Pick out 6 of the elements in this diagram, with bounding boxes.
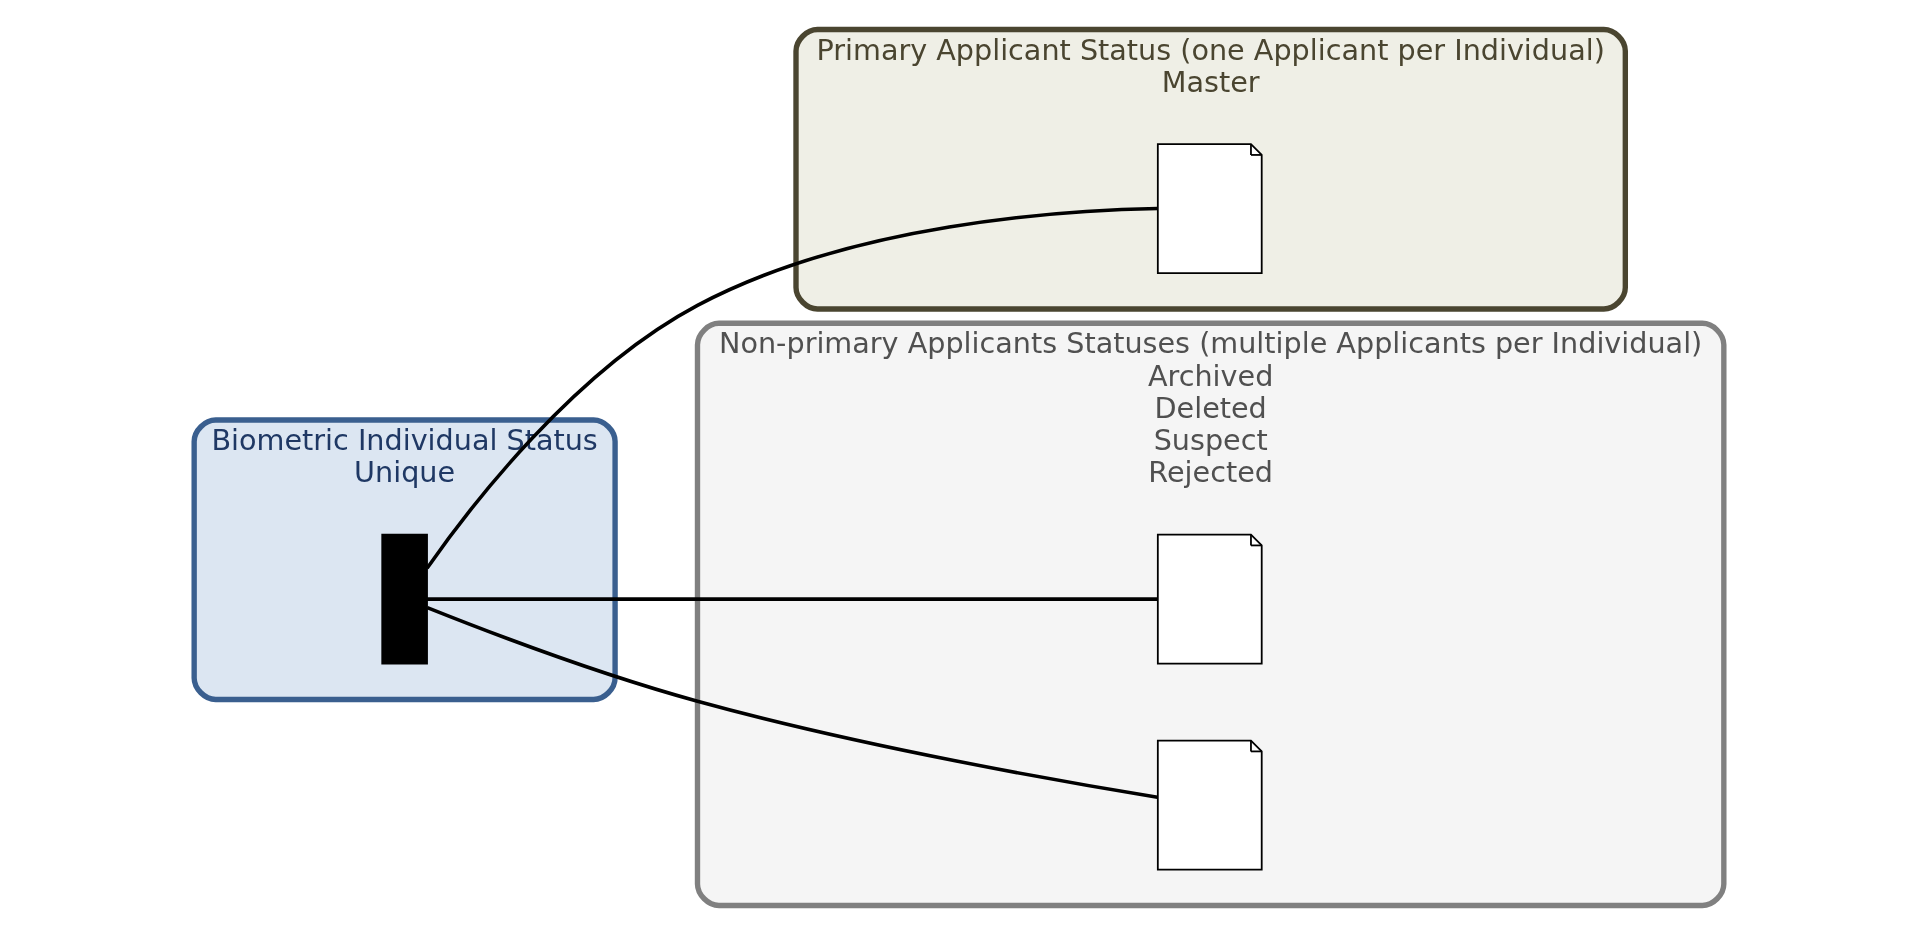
connector (427, 597, 1158, 601)
node-person (381, 533, 428, 665)
cluster: Non-primary Applicants Statuses (multiple Applicants per Individual) Archived Deleted Suspect Rejected (694, 320, 1727, 909)
connector (426, 605, 1158, 799)
cluster: Primary Applicant Status (one Applicant per Individual) Master (793, 26, 1628, 312)
connector (425, 206, 1158, 570)
